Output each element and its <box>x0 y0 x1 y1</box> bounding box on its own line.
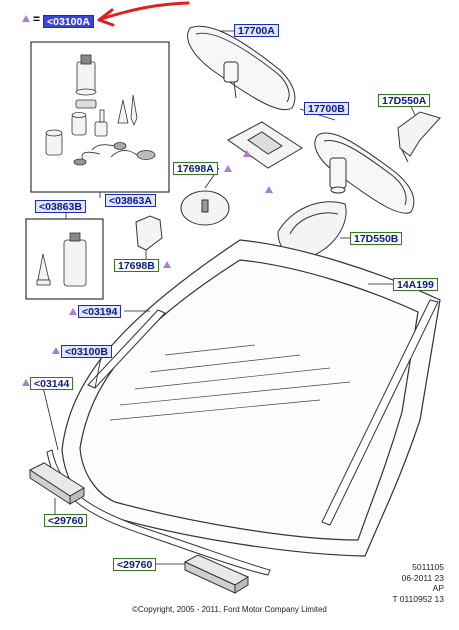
marker-triangle <box>243 150 251 157</box>
callout-03863b[interactable]: <03863B <box>35 200 86 213</box>
kit-contents <box>45 54 156 166</box>
marker-triangle <box>69 308 77 315</box>
red-annotation-arrow <box>99 1 190 21</box>
red-arrowhead <box>97 8 115 27</box>
mirror-17700a <box>187 25 296 111</box>
marker-triangle <box>224 165 232 172</box>
marker-triangle <box>163 261 171 268</box>
kit-b-contents <box>36 232 87 287</box>
drawing-meta: 5011105 06-2011 23 AP T 0110952 13 <box>360 562 444 604</box>
callout-17698a[interactable]: 17698A <box>173 162 218 175</box>
callout-29760-lower[interactable]: <29760 <box>113 558 157 571</box>
mount-plate <box>227 121 303 169</box>
callout-17d550a[interactable]: 17D550A <box>378 94 431 107</box>
callout-03100a[interactable]: <03100A <box>43 15 94 28</box>
callout-03144[interactable]: <03144 <box>30 377 74 390</box>
meta-line-4: T 0110952 13 <box>392 593 444 604</box>
marker-triangle <box>22 15 30 22</box>
spacer-blocks <box>28 462 250 594</box>
meta-line-1: 5011105 <box>412 562 444 572</box>
callout-17700b[interactable]: 17700B <box>304 102 349 115</box>
callout-17d550b[interactable]: 17D550B <box>350 232 403 245</box>
windshield-defrost-lines <box>109 344 351 421</box>
disc-17698a <box>180 190 230 226</box>
meta-line-3: AP <box>432 583 444 593</box>
callout-29760-upper[interactable]: <29760 <box>44 514 88 527</box>
callout-03194[interactable]: <03194 <box>78 305 122 318</box>
callout-17700a[interactable]: 17700A <box>234 24 279 37</box>
bracket-17d550a <box>397 111 441 163</box>
copyright-notice: ©Copyright, 2005 - 2011, Ford Motor Comp… <box>132 605 327 614</box>
callout-03100b[interactable]: <03100B <box>61 345 112 358</box>
callout-14a199[interactable]: 14A199 <box>393 278 438 291</box>
pad-17698b <box>135 215 163 251</box>
marker-triangle <box>265 186 273 193</box>
mirror-17700b <box>314 132 415 214</box>
callout-17698b[interactable]: 17698B <box>114 259 159 272</box>
equals-sign: = <box>33 12 41 26</box>
marker-triangle <box>22 379 30 386</box>
marker-triangle <box>52 347 60 354</box>
meta-line-2: 06-2011 23 <box>401 572 444 583</box>
moldings <box>46 299 439 576</box>
callout-03863a[interactable]: <03863A <box>105 194 156 207</box>
